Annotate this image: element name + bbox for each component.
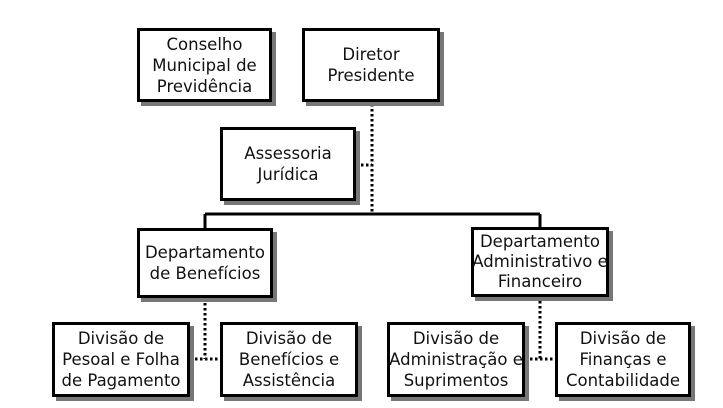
node-line: Jurídica: [257, 165, 319, 184]
node-line: Divisão de: [77, 329, 165, 348]
node-diretor-presidente: Diretor Presidente: [302, 28, 440, 102]
node-line: Contabilidade: [565, 371, 681, 390]
node-line: Departamento: [479, 232, 601, 251]
node-line: Divisão de: [412, 329, 500, 348]
node-line: Presidente: [327, 66, 415, 85]
node-divisao-financas: Divisão de Finanças e Contabilidade: [555, 322, 691, 397]
node-line: Pesoal e Folha: [62, 350, 180, 369]
node-departamento-beneficios: Departamento de Benefícios: [137, 228, 273, 298]
node-line: Departamento: [144, 243, 266, 262]
node-line: Assistência: [242, 371, 336, 390]
node-line: de Pagamento: [61, 371, 181, 390]
node-divisao-administracao: Divisão de Administração e Suprimentos: [387, 322, 525, 397]
node-line: Divisão de: [579, 329, 667, 348]
node-assessoria-juridica: Assessoria Jurídica: [220, 127, 356, 201]
node-line: Administração e: [389, 350, 523, 369]
node-line: Previdência: [156, 76, 253, 96]
node-divisao-beneficios: Divisão de Benefícios e Assistência: [220, 322, 358, 397]
node-line: Finanças e: [579, 350, 667, 369]
node-divisao-pessoal: Divisão de Pesoal e Folha de Pagamento: [52, 322, 190, 397]
node-line: Conselho: [166, 34, 243, 54]
node-line: Suprimentos: [403, 371, 509, 390]
node-conselho-municipal: Conselho Municipal de Previdência: [137, 28, 272, 102]
node-line: Diretor: [342, 45, 400, 64]
node-line: Administrativo e: [472, 252, 608, 271]
node-line: Benefícios e: [238, 350, 340, 369]
node-line: Financeiro: [497, 272, 583, 291]
node-line: Divisão de: [245, 329, 333, 348]
node-departamento-administrativo: Departamento Administrativo e Financeiro: [471, 227, 609, 297]
node-line: Assessoria: [244, 144, 332, 163]
node-line: Municipal de: [152, 55, 257, 75]
node-line: de Benefícios: [149, 264, 261, 283]
